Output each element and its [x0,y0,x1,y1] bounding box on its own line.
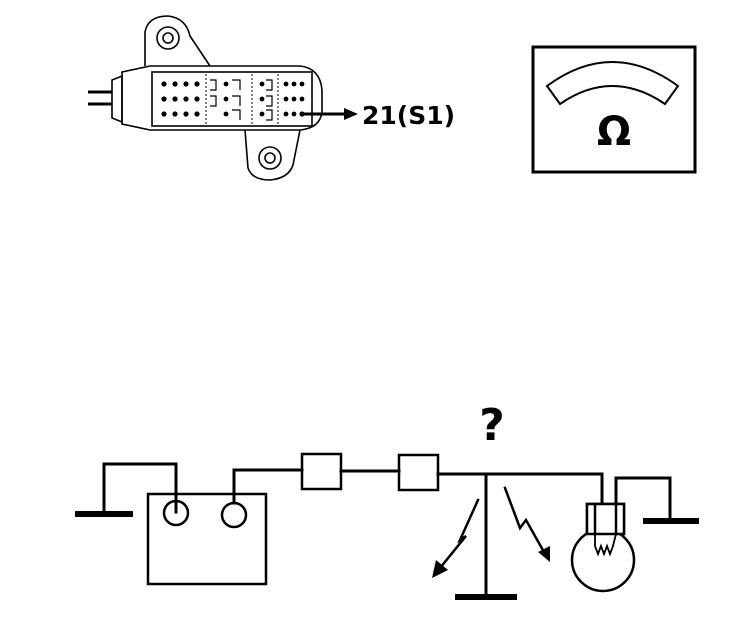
connector-pin-brackets [210,79,273,121]
connector-body [121,65,323,131]
connector-face [151,71,313,127]
question-mark: ? [479,400,505,451]
wire-ground-to-battery [102,462,178,514]
spark-arrow-right-icon [503,486,546,554]
left-ground-icon [75,462,133,517]
connector-callout-label: 21(S1) [362,101,455,130]
battery-icon [146,492,268,586]
bulb-icon [570,502,636,593]
ohmmeter-symbol: Ω [597,109,631,155]
connector-callout-arrow [302,108,358,120]
connector-pins [161,81,305,117]
wire-fuse-to-bulb [436,472,604,506]
connector-wire-stub [88,74,123,124]
wire-bulb-to-ground [614,476,672,523]
ohmmeter-icon [531,45,697,174]
wire-battery-to-fuse [232,468,304,505]
spark-arrowheads [432,546,550,578]
ohmmeter-frame [531,45,697,174]
circuit-schematic [75,452,699,600]
ohmmeter-scale-arc [545,61,680,106]
fuse-1-icon [300,452,343,491]
short-to-ground-icon [455,472,517,600]
connector-illustration [88,15,323,181]
spark-arrow-left-icon [438,498,480,570]
connector-top-tab [144,15,211,67]
connector-bottom-tab [244,129,301,181]
fuse-2-icon [397,453,440,492]
